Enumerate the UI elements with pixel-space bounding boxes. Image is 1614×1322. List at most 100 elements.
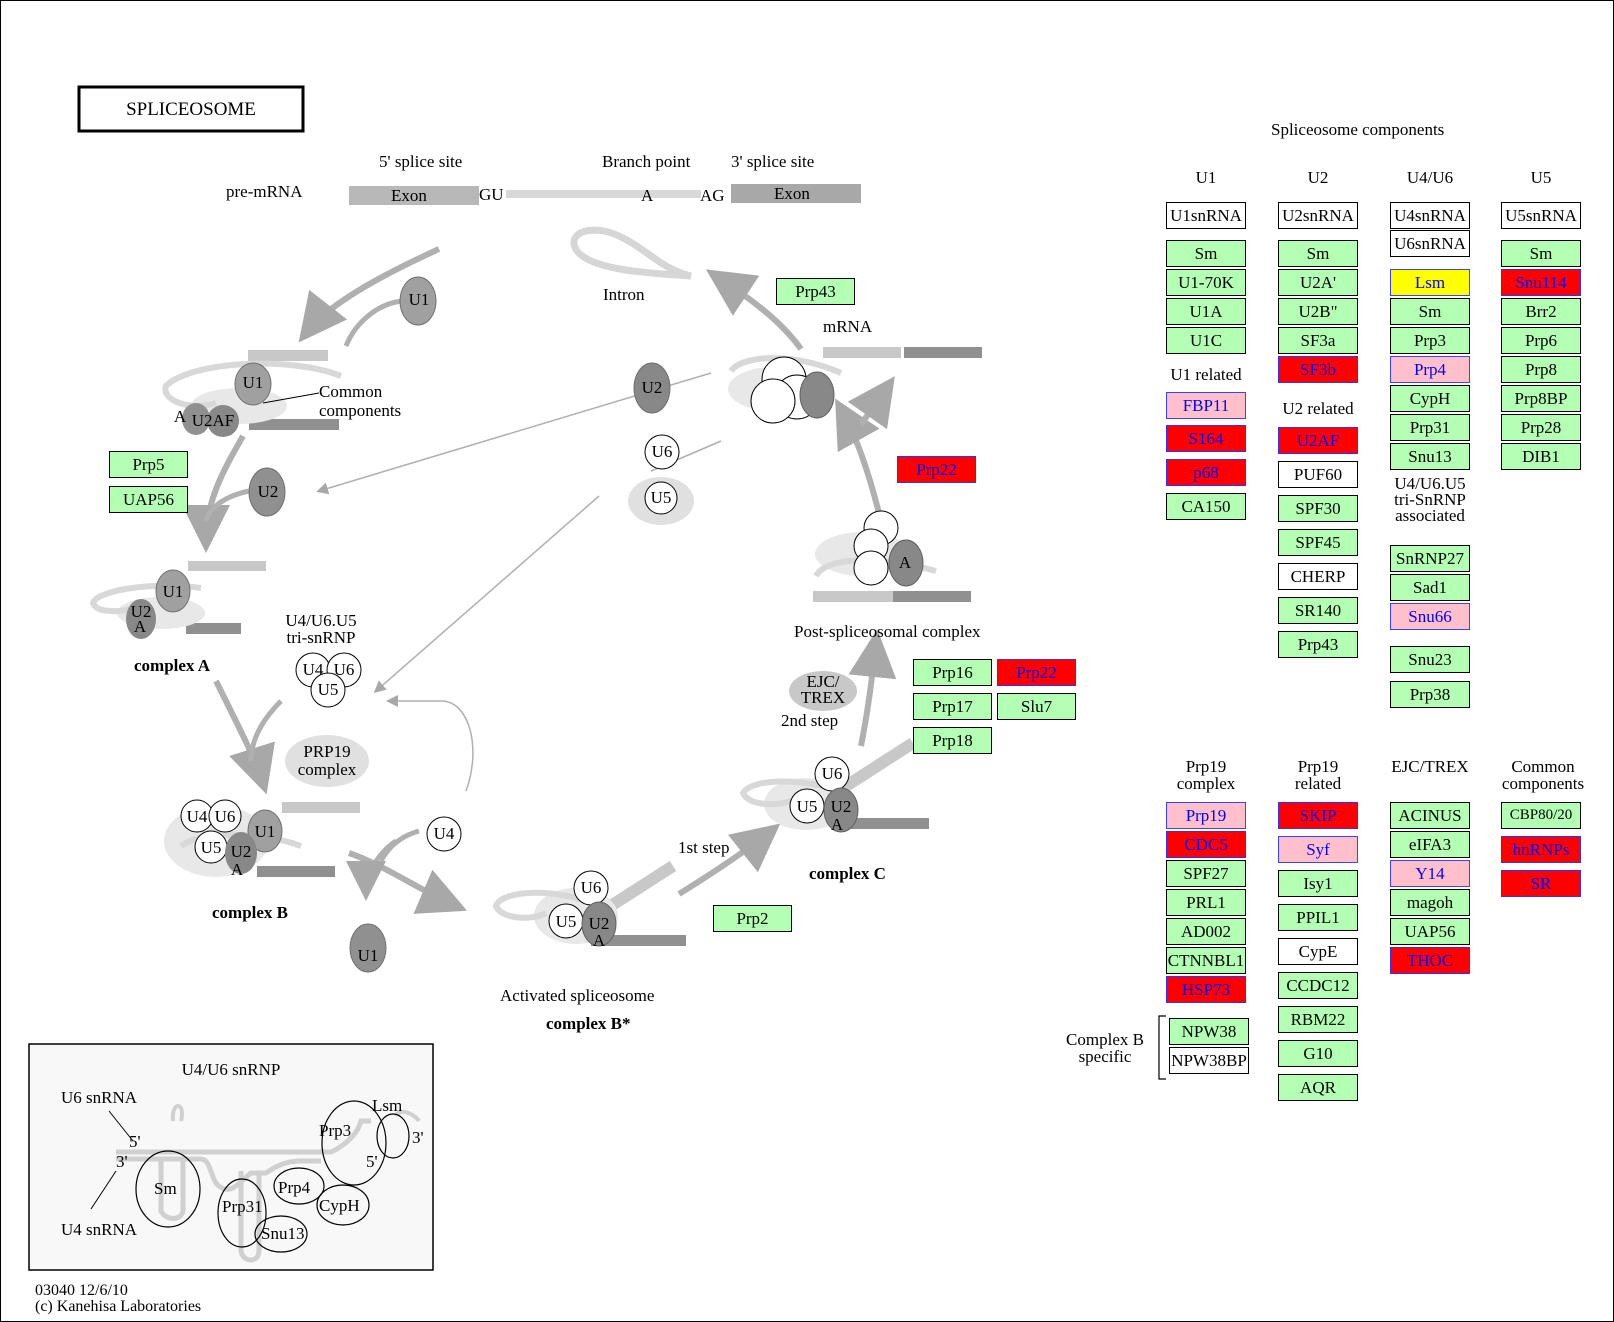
gene-dib1[interactable]: DIB1 [1501,443,1581,470]
gene-p68[interactable]: p68 [1166,459,1246,486]
gene-prp18[interactable]: Prp18 [913,727,992,754]
gene-u6snrna[interactable]: U6snRNA [1390,230,1470,257]
gene-prp22[interactable]: Prp22 [897,456,976,483]
first-step-label: 1st step [678,838,730,857]
gene-hsp73[interactable]: HSP73 [1166,976,1246,1003]
a-label: A [592,931,606,950]
gene-snrnp27[interactable]: SnRNP27 [1390,545,1470,572]
gene-u2b[interactable]: U2B" [1278,298,1358,325]
gene-prp43[interactable]: Prp43 [1278,631,1358,658]
gene-isy1[interactable]: Isy1 [1278,870,1358,897]
gene-prp4[interactable]: Prp4 [1390,356,1470,383]
gene-u1-70k[interactable]: U1-70K [1166,269,1246,296]
gene-syf[interactable]: Syf [1278,836,1358,863]
ejc-trex-header: EJC/TREX [1391,757,1469,776]
gene-cyph[interactable]: CypH [1390,385,1470,412]
gene-sad1[interactable]: Sad1 [1390,574,1470,601]
gene-snu66[interactable]: Snu66 [1390,603,1470,630]
complex-b-specific-bracket [1158,1015,1166,1080]
u1-label: U1 [408,290,430,309]
a-label: A [230,860,244,879]
gene-hnrnps[interactable]: hnRNPs [1501,836,1581,863]
gene-rbm22[interactable]: RBM22 [1278,1006,1358,1033]
gene-sm[interactable]: Sm [1278,240,1358,267]
gene-sr[interactable]: SR [1501,870,1581,897]
gene-brr2[interactable]: Brr2 [1501,298,1581,325]
gene-prp2[interactable]: Prp2 [713,905,792,932]
gene-u5snrna[interactable]: U5snRNA [1501,202,1581,229]
gene-u4snrna[interactable]: U4snRNA [1390,202,1470,229]
gene-u1snrna[interactable]: U1snRNA [1166,202,1246,229]
gene-npw38bp[interactable]: NPW38BP [1169,1047,1249,1074]
gene-g10[interactable]: G10 [1278,1040,1358,1067]
gene-cype[interactable]: CypE [1278,938,1358,965]
gene-prp17[interactable]: Prp17 [913,693,992,720]
gene-prp43[interactable]: Prp43 [776,278,855,305]
gene-aqr[interactable]: AQR [1278,1074,1358,1101]
gene-u2a[interactable]: U2A' [1278,269,1358,296]
gene-prp8[interactable]: Prp8 [1501,356,1581,383]
gene-magoh[interactable]: magoh [1390,889,1470,916]
tri-snrnp-associated-label: U4/U6.U5 tri-SnRNP associated [1394,474,1466,525]
gene-sm[interactable]: Sm [1390,298,1470,325]
gene-lsm[interactable]: Lsm [1390,269,1470,296]
gene-prp8bp[interactable]: Prp8BP [1501,385,1581,412]
gene-snu13[interactable]: Snu13 [1390,443,1470,470]
gene-prl1[interactable]: PRL1 [1166,889,1246,916]
gene-prp16[interactable]: Prp16 [913,659,992,686]
gene-sm[interactable]: Sm [1501,240,1581,267]
gene-snu114[interactable]: Snu114 [1501,269,1581,296]
prp19-complex-header: Prp19 complex [1176,757,1236,793]
gene-skip[interactable]: SKIP [1278,802,1358,829]
gene-cbp80-20[interactable]: CBP80/20 [1501,802,1581,829]
gene-prp38[interactable]: Prp38 [1390,681,1470,708]
gene-npw38[interactable]: NPW38 [1169,1018,1249,1045]
gene-sm[interactable]: Sm [1166,240,1246,267]
gene-prp3[interactable]: Prp3 [1390,327,1470,354]
components-heading: Spliceosome components [1271,120,1445,139]
gene-ctnnbl1[interactable]: CTNNBL1 [1166,947,1246,974]
gene-u2snrna[interactable]: U2snRNA [1278,202,1358,229]
gene-spf30[interactable]: SPF30 [1278,495,1358,522]
gene-uap56[interactable]: UAP56 [109,486,188,513]
gene-s164[interactable]: S164 [1166,425,1246,452]
gene-ad002[interactable]: AD002 [1166,918,1246,945]
gene-ccdc12[interactable]: CCDC12 [1278,972,1358,999]
activated-spliceosome-label: Activated spliceosome [500,986,655,1005]
gene-uap56[interactable]: UAP56 [1390,918,1470,945]
gene-acinus[interactable]: ACINUS [1390,802,1470,829]
gene-prp19[interactable]: Prp19 [1166,802,1246,829]
gene-sf3b[interactable]: SF3b [1278,356,1358,383]
gene-puf60[interactable]: PUF60 [1278,461,1358,488]
gene-u1a[interactable]: U1A [1166,298,1246,325]
u2-label: U2 [830,797,852,816]
complex-a-drawing [89,561,266,639]
gene-sr140[interactable]: SR140 [1278,597,1358,624]
gene-thoc[interactable]: THOC [1390,947,1470,974]
gene-sf3a[interactable]: SF3a [1278,327,1358,354]
inset-drawing [90,1100,421,1263]
gene-ca150[interactable]: CA150 [1166,493,1246,520]
gene-u1c[interactable]: U1C [1166,327,1246,354]
gene-prp22[interactable]: Prp22 [997,659,1076,686]
gene-spf27[interactable]: SPF27 [1166,860,1246,887]
gene-snu23[interactable]: Snu23 [1390,646,1470,673]
inset-prp31-label: Prp31 [222,1197,263,1216]
gene-cherp[interactable]: CHERP [1278,563,1358,590]
gene-slu7[interactable]: Slu7 [997,693,1076,720]
u6-label: U6 [333,660,355,679]
footer-copyright: (c) Kanehisa Laboratories [35,1298,202,1315]
gene-u2af[interactable]: U2AF [1278,427,1358,454]
gene-ppil1[interactable]: PPIL1 [1278,904,1358,931]
gene-cdc5[interactable]: CDC5 [1166,831,1246,858]
gene-spf45[interactable]: SPF45 [1278,529,1358,556]
gene-eifa3[interactable]: eIFA3 [1390,831,1470,858]
gene-y14[interactable]: Y14 [1390,860,1470,887]
gene-prp28[interactable]: Prp28 [1501,414,1581,441]
gene-prp6[interactable]: Prp6 [1501,327,1581,354]
gene-fbp11[interactable]: FBP11 [1166,392,1246,419]
u1-label: U1 [254,822,276,841]
gene-prp31[interactable]: Prp31 [1390,414,1470,441]
gene-prp5[interactable]: Prp5 [109,451,188,478]
complex-b-star-drawing [492,860,686,947]
